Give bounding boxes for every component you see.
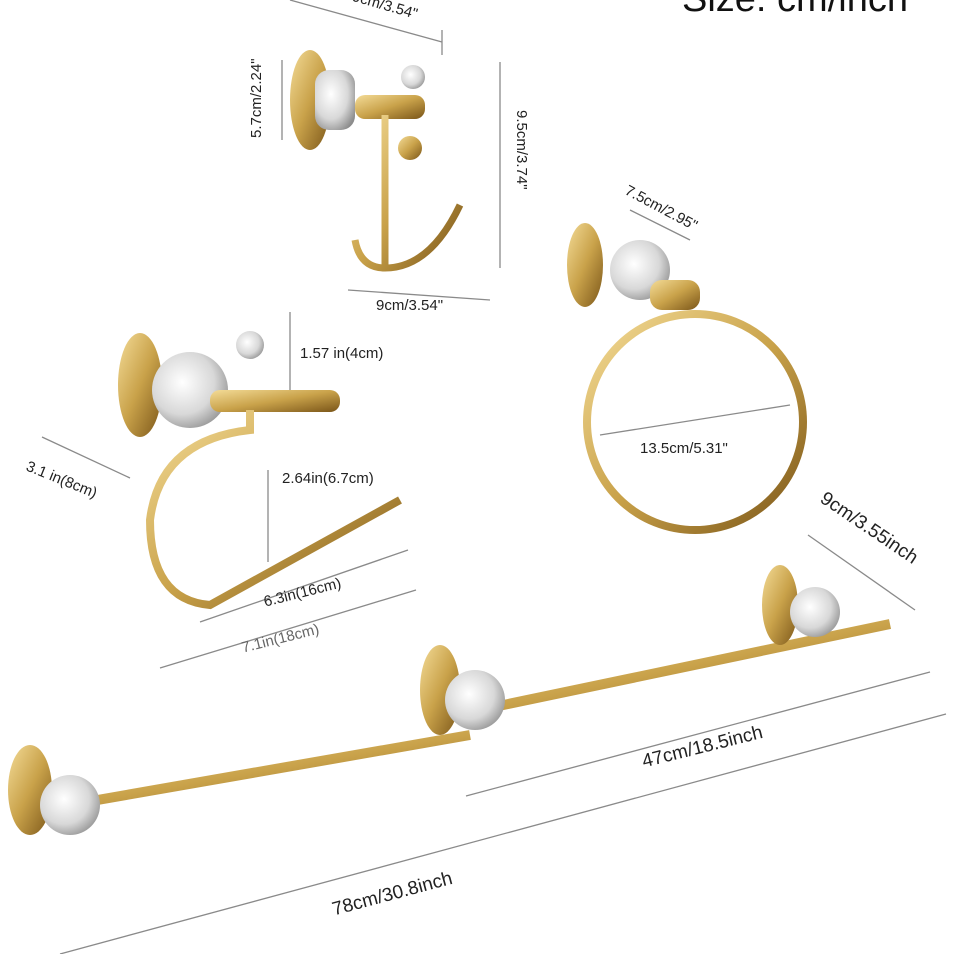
robe-hook-base-height: 5.7cm/2.24" xyxy=(248,58,265,138)
robe-hook-total-height: 9.5cm/3.74" xyxy=(513,110,530,190)
towel-ring-diameter: 13.5cm/5.31" xyxy=(640,440,728,457)
paper-holder-drawing xyxy=(118,331,402,610)
size-unit-title: Size: cm/inch xyxy=(682,0,908,21)
towel-ring-drawing xyxy=(567,223,807,534)
towel-bar-long-drawing xyxy=(8,730,471,835)
paper-holder-arm-height: 2.64in(6.7cm) xyxy=(282,470,374,487)
robe-hook-width: 9cm/3.54" xyxy=(376,297,444,314)
robe-hook-drawing xyxy=(290,50,464,272)
towel-bar-short-drawing xyxy=(420,565,892,735)
paper-holder-knob-height: 1.57 in(4cm) xyxy=(300,345,384,362)
dimension-lines xyxy=(41,0,947,954)
